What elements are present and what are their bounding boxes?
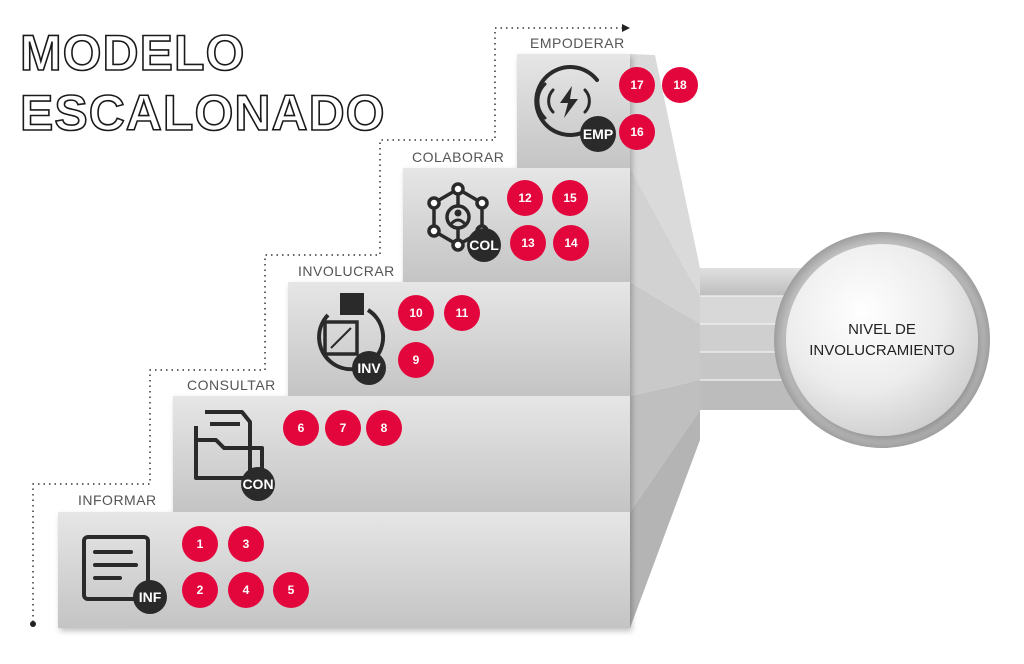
- badge: 18: [662, 67, 698, 103]
- badge: 7: [325, 410, 361, 446]
- badge: 1: [182, 526, 218, 562]
- network-icon: [427, 182, 489, 252]
- badge: 11: [444, 295, 480, 331]
- step-labels: INFORMAR CONSULTAR INVOLUCRAR COLABORAR …: [78, 35, 625, 508]
- svg-text:4: 4: [243, 583, 250, 597]
- badge: 6: [283, 410, 319, 446]
- svg-text:11: 11: [456, 306, 469, 320]
- svg-text:10: 10: [409, 306, 423, 320]
- step-label-informar: INFORMAR: [78, 492, 157, 508]
- badge: 8: [366, 410, 402, 446]
- badge: 3: [228, 526, 264, 562]
- svg-text:COL: COL: [469, 237, 499, 253]
- badge: 10: [398, 295, 434, 331]
- svg-text:2: 2: [197, 583, 204, 597]
- level-line-1: NIVEL DE: [848, 321, 916, 338]
- svg-text:16: 16: [630, 125, 644, 139]
- step-label-empoderar: EMPODERAR: [530, 35, 625, 51]
- tag-emp: EMP: [580, 116, 616, 152]
- dotted-staircase-line: [32, 27, 622, 622]
- svg-text:13: 13: [521, 236, 535, 250]
- svg-text:17: 17: [630, 78, 644, 92]
- badge: 14: [553, 225, 589, 261]
- badge: 5: [273, 572, 309, 608]
- badge: 13: [510, 225, 546, 261]
- level-line-2: INVOLUCRAMIENTO: [809, 342, 955, 359]
- svg-text:9: 9: [413, 353, 420, 367]
- svg-text:3: 3: [243, 537, 250, 551]
- badge: 15: [552, 180, 588, 216]
- tag-inv: INV: [352, 351, 386, 385]
- badge: 2: [182, 572, 218, 608]
- cube-cycle-icon: [317, 293, 386, 372]
- svg-text:5: 5: [288, 583, 295, 597]
- svg-text:1: 1: [197, 537, 204, 551]
- stair-side-faces: [630, 54, 700, 628]
- step-empoderar: [517, 54, 630, 168]
- svg-text:INV: INV: [357, 360, 381, 376]
- title-line-2: ESCALONADO: [20, 85, 386, 141]
- document-icon: [82, 535, 150, 601]
- svg-text:EMP: EMP: [583, 126, 613, 142]
- svg-text:12: 12: [518, 191, 532, 205]
- svg-text:8: 8: [381, 421, 388, 435]
- svg-text:7: 7: [340, 421, 347, 435]
- badge: 4: [228, 572, 264, 608]
- arrow-head-icon: [622, 24, 630, 32]
- svg-text:18: 18: [673, 78, 687, 92]
- page-title: MODELO ESCALONADO: [19, 24, 386, 142]
- badge: 17: [619, 67, 655, 103]
- badge: 16: [619, 114, 655, 150]
- badge: 9: [398, 342, 434, 378]
- tag-con: CON: [241, 467, 275, 501]
- title-line-1: MODELO: [20, 25, 245, 81]
- step-label-colaborar: COLABORAR: [412, 149, 504, 165]
- badges: 1 3 2 4 5 6 7 8 10 11 9 12 15 13 14 17 1…: [182, 67, 698, 608]
- tag-inf: INF: [133, 580, 167, 614]
- start-dot: [30, 621, 36, 627]
- step-label-involucrar: INVOLUCRAR: [298, 263, 395, 279]
- badge: 12: [507, 180, 543, 216]
- folder-icon: [194, 410, 264, 480]
- level-circle: NIVEL DE INVOLUCRAMIENTO: [774, 232, 990, 448]
- svg-text:6: 6: [298, 421, 305, 435]
- svg-text:INF: INF: [139, 589, 162, 605]
- svg-text:CON: CON: [242, 476, 273, 492]
- power-icon: [534, 65, 599, 137]
- tag-col: COL: [467, 228, 501, 262]
- svg-text:15: 15: [563, 191, 577, 205]
- svg-text:14: 14: [564, 236, 578, 250]
- step-label-consultar: CONSULTAR: [187, 377, 276, 393]
